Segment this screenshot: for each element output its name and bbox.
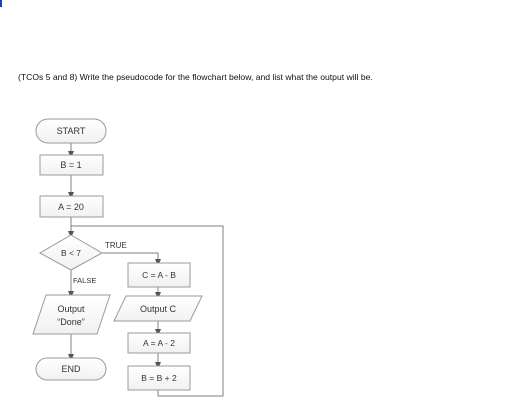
start-terminator (35, 118, 107, 144)
arrow-decision-true (102, 252, 161, 266)
b-init-label: B = 1 (60, 160, 81, 170)
b-update-label: B = B + 2 (141, 373, 177, 383)
a-init-label: A = 20 (58, 202, 84, 212)
end-label: END (61, 364, 81, 374)
a-update-process (127, 332, 191, 354)
a-init-process (39, 195, 104, 218)
end-terminator (35, 357, 107, 381)
false-branch-label: FALSE (73, 276, 96, 285)
b-init-process (39, 154, 104, 176)
b-update-process (127, 365, 191, 391)
output-done-label-line2: “Done” (57, 317, 85, 327)
loop-back-connector (71, 225, 224, 397)
top-edge-marker (0, 0, 2, 7)
output-done-label-line1: Output (57, 304, 85, 314)
assign-c-process (127, 262, 191, 288)
output-c-io (113, 295, 203, 322)
output-done-io (32, 294, 111, 335)
true-branch-label: TRUE (105, 241, 127, 250)
condition-label: B < 7 (61, 248, 81, 258)
start-label: START (57, 126, 86, 136)
output-c-label: Output C (140, 304, 177, 314)
question-text: (TCOs 5 and 8) Write the pseudocode for … (18, 72, 373, 82)
assign-c-label: C = A - B (142, 270, 176, 280)
condition-decision (38, 234, 104, 271)
a-update-label: A = A - 2 (143, 338, 175, 348)
